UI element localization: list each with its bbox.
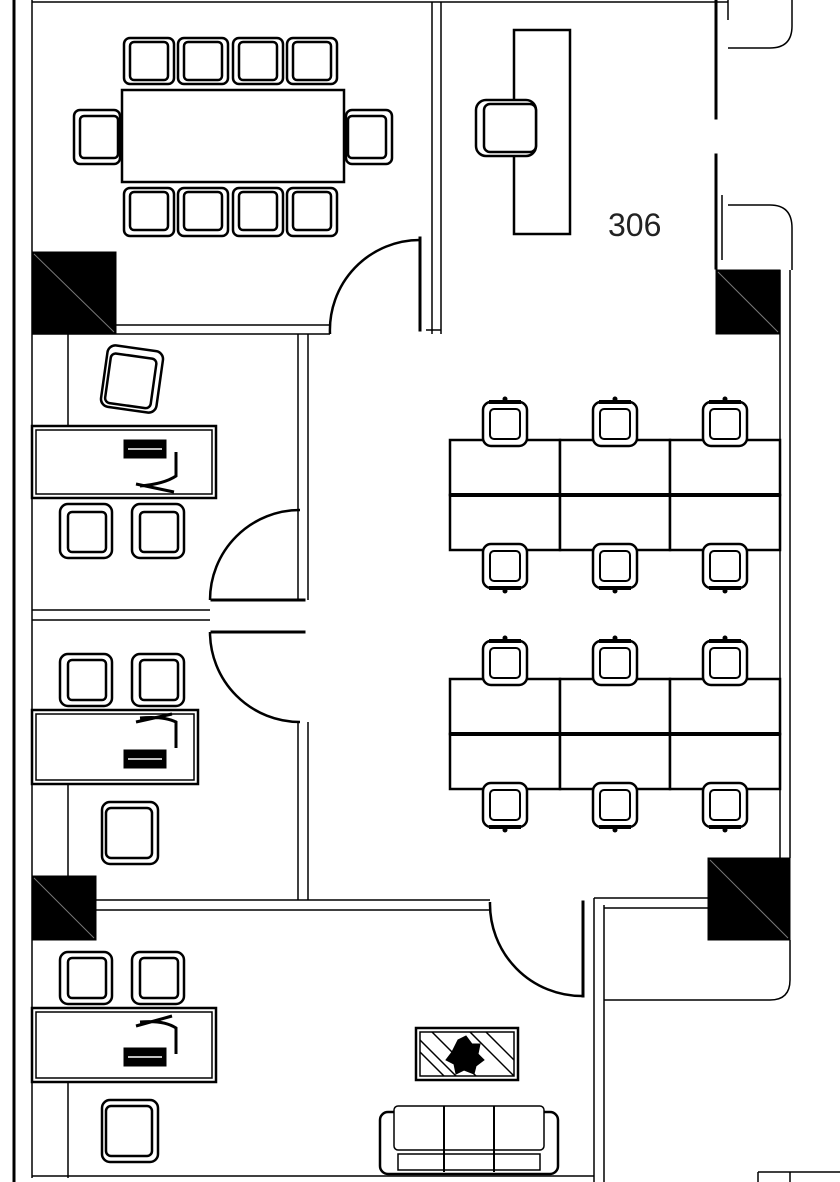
workstation-desk	[558, 493, 672, 552]
workstation-desk	[668, 438, 782, 497]
column	[31, 251, 117, 335]
office-1	[30, 344, 218, 560]
workstation-desk	[558, 732, 672, 791]
open-workstations	[448, 396, 782, 833]
phone-icon	[123, 439, 167, 459]
chair	[72, 108, 122, 166]
column	[31, 875, 97, 941]
workstation-desk	[558, 438, 672, 497]
column	[707, 857, 791, 941]
plant-icon	[445, 1035, 485, 1075]
guest-chair	[58, 652, 114, 708]
workstation-desk	[448, 677, 562, 736]
office-chair	[100, 1098, 160, 1164]
task-chair	[591, 396, 639, 448]
lamp-icon	[135, 1014, 178, 1054]
guest-chair	[130, 502, 186, 560]
office-2	[30, 652, 200, 866]
column	[715, 269, 781, 335]
guest-chair	[58, 950, 114, 1006]
guest-chair	[130, 652, 186, 708]
office-3	[30, 950, 218, 1164]
doors	[208, 238, 583, 998]
sofa	[378, 1105, 560, 1176]
task-chair	[591, 781, 639, 833]
conference-room	[72, 36, 394, 238]
task-chair	[701, 781, 749, 833]
chair	[176, 186, 230, 238]
guest-chair	[58, 502, 114, 560]
chair	[176, 36, 230, 86]
workstation-cluster	[448, 438, 782, 552]
task-chair	[481, 396, 529, 448]
office-chair	[474, 98, 538, 158]
door-office-1	[208, 508, 301, 601]
task-chair	[701, 635, 749, 687]
room-number-label: 306	[608, 207, 661, 243]
task-chair	[481, 635, 529, 687]
task-chair	[481, 542, 529, 594]
chair	[122, 186, 176, 238]
lounge	[378, 1026, 560, 1176]
task-chair	[481, 781, 529, 833]
chair	[285, 186, 339, 238]
door-office-2	[208, 631, 301, 724]
lamp-icon	[135, 452, 178, 494]
workstation-desk	[668, 677, 782, 736]
chair	[231, 186, 285, 238]
workstation-desk	[448, 438, 562, 497]
guest-chair	[130, 950, 186, 1006]
workstation-desk	[448, 493, 562, 552]
task-chair	[591, 635, 639, 687]
lamp-icon	[135, 712, 178, 748]
chair	[285, 36, 339, 86]
task-chair	[701, 396, 749, 448]
chair	[344, 108, 394, 166]
workstation-desk	[448, 732, 562, 791]
task-chair	[591, 542, 639, 594]
office-chair	[99, 344, 165, 414]
structural-columns	[31, 251, 791, 941]
office-chair	[100, 800, 160, 866]
workstation-desk	[668, 732, 782, 791]
workstation-desk	[558, 677, 672, 736]
chair	[122, 36, 176, 86]
coffee-table	[414, 1026, 520, 1082]
phone-icon	[123, 1047, 167, 1067]
phone-icon	[123, 749, 167, 769]
workstation-desk	[668, 493, 782, 552]
task-chair	[701, 542, 749, 594]
private-office-top	[474, 28, 572, 236]
conference-table	[120, 88, 346, 184]
door-office-3	[488, 901, 583, 998]
chair	[231, 36, 285, 86]
workstation-cluster	[448, 677, 782, 791]
door-conference	[328, 238, 421, 335]
